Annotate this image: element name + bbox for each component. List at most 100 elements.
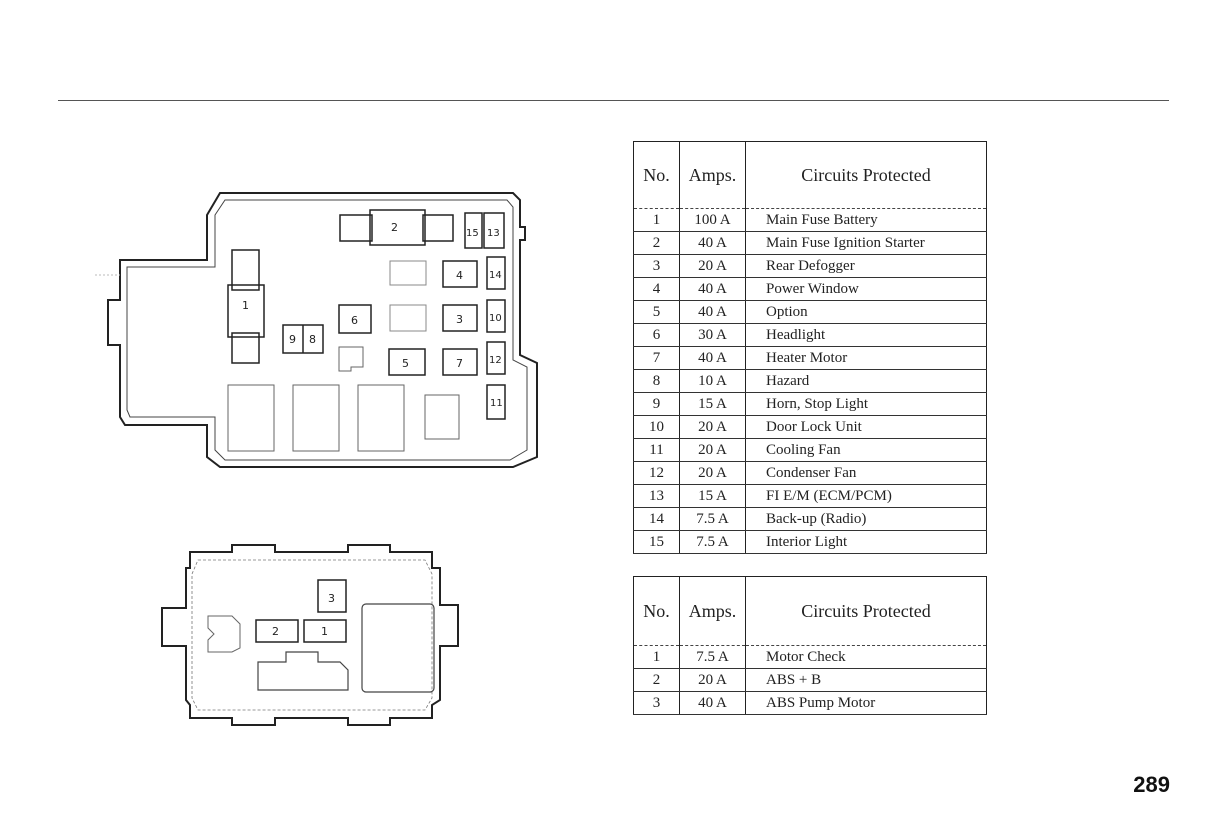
table-header-row: No. Amps. Circuits Protected bbox=[633, 141, 987, 209]
cell-circuit: Main Fuse Battery bbox=[745, 208, 987, 232]
cell-no: 9 bbox=[633, 392, 680, 416]
cell-no: 6 bbox=[633, 323, 680, 347]
cell-amps: 20 A bbox=[679, 668, 746, 692]
cell-amps: 40 A bbox=[679, 691, 746, 715]
cell-amps: 40 A bbox=[679, 300, 746, 324]
fuse-label-s3: 3 bbox=[328, 592, 335, 605]
cell-circuit: Interior Light bbox=[745, 530, 987, 554]
cell-no: 5 bbox=[633, 300, 680, 324]
cell-amps: 20 A bbox=[679, 461, 746, 485]
page-number: 289 bbox=[1133, 772, 1170, 797]
fuse-label-s1: 1 bbox=[321, 625, 328, 638]
cell-no: 3 bbox=[633, 691, 680, 715]
cell-no: 15 bbox=[633, 530, 680, 554]
fuse-label-15: 15 bbox=[466, 228, 479, 239]
cell-circuit: Heater Motor bbox=[745, 346, 987, 370]
fuse-label-6: 6 bbox=[351, 314, 358, 327]
cell-circuit: Condenser Fan bbox=[745, 461, 987, 485]
fuse-label-7: 7 bbox=[456, 357, 463, 370]
cell-no: 11 bbox=[633, 438, 680, 462]
cell-circuit: Horn, Stop Light bbox=[745, 392, 987, 416]
cell-amps: 40 A bbox=[679, 277, 746, 301]
cell-amps: 100 A bbox=[679, 208, 746, 232]
header-no: No. bbox=[633, 576, 680, 646]
fuse-label-3: 3 bbox=[456, 313, 463, 326]
cell-circuit: FI E/M (ECM/PCM) bbox=[745, 484, 987, 508]
header-no: No. bbox=[633, 141, 680, 209]
cell-amps: 20 A bbox=[679, 415, 746, 439]
cell-no: 3 bbox=[633, 254, 680, 278]
cell-circuit: Option bbox=[745, 300, 987, 324]
cell-amps: 7.5 A bbox=[679, 507, 746, 531]
fuse-label-4: 4 bbox=[456, 269, 463, 282]
cell-circuit: Headlight bbox=[745, 323, 987, 347]
cell-amps: 40 A bbox=[679, 346, 746, 370]
cell-no: 13 bbox=[633, 484, 680, 508]
fuse-label-2: 2 bbox=[391, 221, 398, 234]
fuse-label-5: 5 bbox=[402, 357, 409, 370]
cell-amps: 20 A bbox=[679, 254, 746, 278]
header-circuits: Circuits Protected bbox=[745, 141, 987, 209]
secondary-fuse-box-diagram: 3 2 1 bbox=[140, 540, 490, 740]
fuse-label-8: 8 bbox=[309, 333, 316, 346]
cell-no: 10 bbox=[633, 415, 680, 439]
cell-no: 1 bbox=[633, 645, 680, 669]
cell-amps: 30 A bbox=[679, 323, 746, 347]
main-fuse-box-diagram: 1 2 15 13 14 10 12 11 4 6 3 9 8 bbox=[95, 185, 545, 470]
fuse-label-1: 1 bbox=[242, 299, 249, 312]
cell-circuit: ABS Pump Motor bbox=[745, 691, 987, 715]
cell-no: 8 bbox=[633, 369, 680, 393]
cell-amps: 20 A bbox=[679, 438, 746, 462]
fuse-label-9: 9 bbox=[289, 333, 296, 346]
cell-amps: 40 A bbox=[679, 231, 746, 255]
cell-no: 14 bbox=[633, 507, 680, 531]
cell-amps: 15 A bbox=[679, 392, 746, 416]
cell-circuit: Rear Defogger bbox=[745, 254, 987, 278]
cell-amps: 7.5 A bbox=[679, 645, 746, 669]
fuse-label-13: 13 bbox=[487, 228, 500, 239]
cell-circuit: Back-up (Radio) bbox=[745, 507, 987, 531]
cell-circuit: Main Fuse Ignition Starter bbox=[745, 231, 987, 255]
cell-circuit: Door Lock Unit bbox=[745, 415, 987, 439]
cell-no: 12 bbox=[633, 461, 680, 485]
fuse-label-s2: 2 bbox=[272, 625, 279, 638]
fuse-label-11: 11 bbox=[490, 398, 503, 409]
fuse-label-14: 14 bbox=[489, 270, 502, 281]
cell-no: 2 bbox=[633, 668, 680, 692]
cell-circuit: ABS + B bbox=[745, 668, 987, 692]
cell-circuit: Power Window bbox=[745, 277, 987, 301]
fuse-label-10: 10 bbox=[489, 313, 502, 324]
cell-circuit: Motor Check bbox=[745, 645, 987, 669]
fuse-label-12: 12 bbox=[489, 355, 502, 366]
cell-no: 1 bbox=[633, 208, 680, 232]
header-circuits: Circuits Protected bbox=[745, 576, 987, 646]
header-amps: Amps. bbox=[679, 576, 746, 646]
cell-amps: 15 A bbox=[679, 484, 746, 508]
cell-amps: 10 A bbox=[679, 369, 746, 393]
table-header-row: No. Amps. Circuits Protected bbox=[633, 576, 987, 646]
cell-no: 4 bbox=[633, 277, 680, 301]
cell-amps: 7.5 A bbox=[679, 530, 746, 554]
cell-circuit: Hazard bbox=[745, 369, 987, 393]
header-amps: Amps. bbox=[679, 141, 746, 209]
